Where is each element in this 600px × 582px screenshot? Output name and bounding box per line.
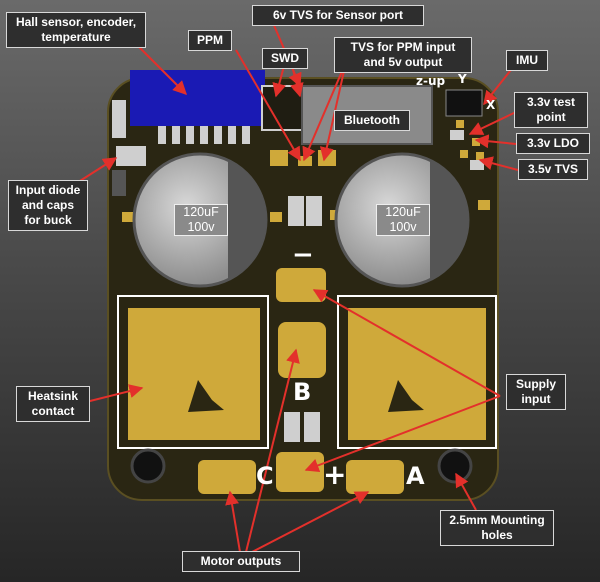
silk-minus: − bbox=[292, 240, 314, 270]
label-3v3-test-point: 3.3v test point bbox=[514, 92, 588, 128]
mounting-hole-left bbox=[130, 448, 166, 484]
motor-pad-a bbox=[346, 460, 404, 494]
mounting-hole-right bbox=[437, 448, 473, 484]
heatsink-left bbox=[117, 295, 269, 449]
heatsink-right bbox=[337, 295, 497, 449]
label-heatsink-contact: Heatsink contact bbox=[16, 386, 90, 422]
label-bluetooth: Bluetooth bbox=[334, 110, 410, 131]
capacitor-left-value: 120uF 100v bbox=[174, 204, 228, 236]
label-mounting-holes: 2.5mm Mounting holes bbox=[440, 510, 554, 546]
silk-z-up: z-up bbox=[416, 74, 446, 88]
label-6v-tvs: 6v TVS for Sensor port bbox=[252, 5, 424, 26]
silk-phase-c: C bbox=[256, 462, 274, 490]
label-tvs-ppm: TVS for PPM input and 5v output bbox=[334, 37, 472, 73]
silk-phase-b: B bbox=[293, 378, 312, 406]
silk-phase-a: A bbox=[406, 462, 425, 490]
label-3v3-ldo: 3.3v LDO bbox=[516, 133, 590, 154]
label-swd: SWD bbox=[262, 48, 308, 69]
silk-y-axis: Y bbox=[458, 72, 467, 86]
sensor-header bbox=[130, 70, 265, 126]
label-hall-sensor: Hall sensor, encoder, temperature bbox=[6, 12, 146, 48]
supply-plus-pad bbox=[276, 452, 324, 492]
motor-pad-c bbox=[198, 460, 256, 494]
label-imu: IMU bbox=[506, 50, 548, 71]
capacitor-right-value: 120uF 100v bbox=[376, 204, 430, 236]
imu-chip bbox=[445, 89, 483, 117]
silk-plus: + bbox=[323, 458, 347, 491]
label-3v5-tvs: 3.5v TVS bbox=[518, 159, 588, 180]
phase-b-pad bbox=[278, 322, 326, 378]
supply-minus-pad bbox=[276, 268, 326, 302]
label-ppm: PPM bbox=[188, 30, 232, 51]
silk-x-axis: X bbox=[486, 98, 496, 112]
label-motor-outputs: Motor outputs bbox=[182, 551, 300, 572]
label-input-diode: Input diode and caps for buck bbox=[8, 180, 88, 231]
label-supply-input: Supply input bbox=[506, 374, 566, 410]
